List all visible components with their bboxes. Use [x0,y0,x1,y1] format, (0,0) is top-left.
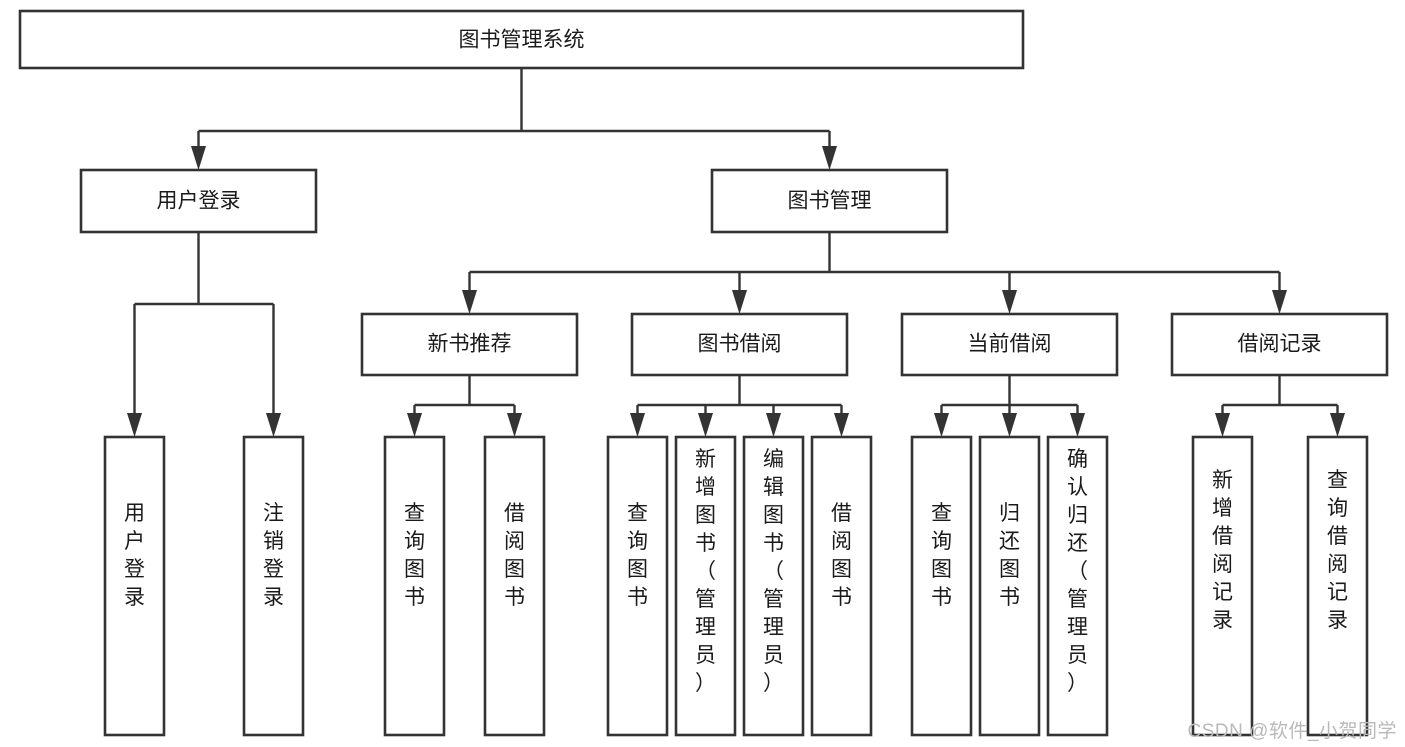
arrow-icon-leaf-borrow-book-2 [834,413,849,437]
leaf-add-book-box[interactable] [674,435,737,737]
leaf-edit-book-label: 编辑图书（管理员） [763,448,784,695]
leaf-confirm-return[interactable]: 确认归还（管理员） [1046,435,1109,737]
arrow-icon-leaf-add-book [698,413,713,437]
node-book-management-box[interactable] [710,168,949,234]
leaf-return-book-label: 归还图书 [999,502,1020,609]
node-book-borrow-box[interactable] [630,312,849,377]
connector-group-root [191,68,837,170]
leaf-edit-book[interactable]: 编辑图书（管理员） [742,435,805,737]
node-user-login-box[interactable] [79,168,318,234]
arrow-icon-user-login [191,146,206,170]
arrow-icon-book-management [822,146,837,170]
leaf-return-book[interactable]: 归还图书 [978,435,1041,737]
node-book-borrow-label: 图书借阅 [698,333,782,356]
node-borrow-record-box[interactable] [1170,312,1389,377]
node-user-login[interactable]: 用户登录 [79,168,318,234]
node-borrow-record[interactable]: 借阅记录 [1170,312,1389,377]
leaf-query-book-3-label: 查询图书 [931,502,952,609]
leaf-user-login[interactable]: 用户登录 [103,435,166,737]
node-user-login-label: 用户登录 [157,190,241,213]
node-book-management-label: 图书管理 [788,190,872,213]
leaf-borrow-book-1[interactable]: 借阅图书 [483,435,546,737]
leaf-borrow-book-2[interactable]: 借阅图书 [810,435,873,737]
leaf-user-login-box[interactable] [103,435,166,737]
node-new-book-recommend-label: 新书推荐 [428,333,512,356]
leaf-borrow-book-1-box[interactable] [483,435,546,737]
node-root[interactable]: 图书管理系统 [18,9,1025,70]
leaf-add-record-box[interactable] [1191,435,1254,737]
node-current-borrow-box[interactable] [900,312,1119,377]
connector-group-user-login [127,232,281,437]
csdn-watermark: CSDN @软件_小贺同学 [1187,721,1397,742]
leaf-query-book-1-box[interactable] [383,435,446,737]
arrow-icon-leaf-edit-book [766,413,781,437]
leaf-query-record[interactable]: 查询借阅记录 [1306,435,1369,737]
node-root-label: 图书管理系统 [459,29,585,52]
arrow-icon-leaf-add-record [1215,413,1230,437]
leaf-edit-book-box[interactable] [742,435,805,737]
leaf-query-book-3-box[interactable] [910,435,973,737]
leaf-logout-label: 注销登录 [263,502,284,609]
node-root-box[interactable] [18,9,1025,70]
connector-group-new-book-recommend [407,375,522,437]
leaf-logout[interactable]: 注销登录 [242,435,305,737]
arrow-icon-leaf-logout [266,413,281,437]
leaf-query-record-label: 查询借阅记录 [1327,469,1348,632]
arrow-icon-leaf-confirm-return [1070,413,1085,437]
leaf-query-record-box[interactable] [1306,435,1369,737]
arrow-icon-new-book-recommend [462,290,477,314]
arrow-icon-leaf-query-book-1 [407,413,422,437]
arrow-icon-leaf-return-book [1002,413,1017,437]
leaf-query-book-2[interactable]: 查询图书 [606,435,669,737]
leaf-add-book-label: 新增图书（管理员） [695,448,716,695]
node-new-book-recommend[interactable]: 新书推荐 [360,312,579,377]
arrow-icon-leaf-user-login [127,413,142,437]
arrow-icon-borrow-record [1272,290,1287,314]
connector-group-borrow-record [1215,375,1345,437]
connector-group-current-borrow [934,375,1085,437]
leaf-borrow-book-1-label: 借阅图书 [504,502,525,609]
leaf-return-book-box[interactable] [978,435,1041,737]
node-current-borrow-label: 当前借阅 [968,333,1052,356]
leaf-query-book-1[interactable]: 查询图书 [383,435,446,737]
leaf-borrow-book-2-box[interactable] [810,435,873,737]
node-book-management[interactable]: 图书管理 [710,168,949,234]
arrow-icon-leaf-borrow-book-1 [507,413,522,437]
leaf-borrow-book-2-label: 借阅图书 [831,502,852,609]
leaf-add-record[interactable]: 新增借阅记录 [1191,435,1254,737]
connector-group-book-borrow [630,375,849,437]
leaf-add-record-label: 新增借阅记录 [1212,469,1233,632]
leaf-logout-box[interactable] [242,435,305,737]
node-current-borrow[interactable]: 当前借阅 [900,312,1119,377]
arrow-icon-leaf-query-book-3 [934,413,949,437]
leaf-query-book-2-label: 查询图书 [627,502,648,609]
leaf-user-login-label: 用户登录 [124,502,145,609]
leaf-query-book-2-box[interactable] [606,435,669,737]
leaf-confirm-return-label: 确认归还（管理员） [1067,448,1088,695]
leaf-query-book-1-label: 查询图书 [404,502,425,609]
arrow-icon-book-borrow [732,290,747,314]
node-new-book-recommend-box[interactable] [360,312,579,377]
arrow-icon-leaf-query-record [1330,413,1345,437]
connector-group-book-management [462,232,1287,314]
arrow-icon-leaf-query-book-2 [630,413,645,437]
leaf-add-book[interactable]: 新增图书（管理员） [674,435,737,737]
leaf-confirm-return-box[interactable] [1046,435,1109,737]
node-book-borrow[interactable]: 图书借阅 [630,312,849,377]
leaf-query-book-3[interactable]: 查询图书 [910,435,973,737]
node-borrow-record-label: 借阅记录 [1238,333,1322,356]
arrow-icon-current-borrow [1002,290,1017,314]
